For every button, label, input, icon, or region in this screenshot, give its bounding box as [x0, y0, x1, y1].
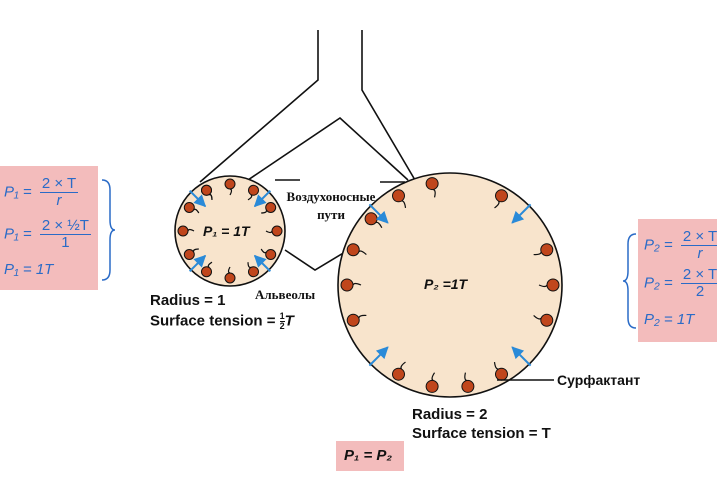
surfactant-head	[224, 272, 236, 284]
equality-text: P₁ = P₂	[344, 447, 393, 464]
small-radius-label: Radius = 1	[150, 292, 226, 309]
surfactant-head	[201, 184, 212, 196]
surfactant-head	[265, 202, 277, 213]
fraction-numerator: 2 × T	[39, 175, 79, 193]
surfactant-label: Сурфактант	[557, 372, 641, 388]
surfactant-head	[346, 313, 360, 327]
fraction-denominator: 2	[695, 283, 705, 300]
surfactant-head	[346, 243, 360, 257]
surfactant-head	[425, 379, 439, 393]
alveoli-label: Альвеолы	[255, 287, 316, 302]
large-alveolus-pressure-arrows	[368, 203, 532, 367]
fraction-denominator: r	[697, 245, 703, 262]
large-alveolus	[337, 172, 563, 398]
fraction-numerator: 2 × ½T	[39, 217, 91, 235]
surfactant-head	[340, 278, 354, 292]
pressure-arrow	[511, 203, 532, 224]
airways-label: Воздухоносные пути	[286, 189, 376, 222]
formula-line-3: P₂ = 1T	[644, 311, 695, 328]
surfactant-head	[495, 189, 508, 203]
surfactant-head	[540, 313, 554, 327]
surfactant-head	[248, 266, 259, 278]
surfactant-head	[183, 249, 195, 260]
surfactant-head	[183, 202, 195, 213]
pressure-arrow	[368, 346, 389, 367]
formula-line-3: P₁ = 1T	[4, 261, 54, 278]
large-radius-label: Radius = 2	[412, 406, 488, 423]
airway-outer-left	[199, 30, 319, 183]
surfactant-head	[546, 278, 560, 292]
surfactant-head	[271, 225, 283, 237]
surfactant-head	[495, 367, 508, 381]
airway-outer-right	[361, 30, 416, 181]
airway-inner	[244, 116, 409, 183]
fraction-denominator: 1	[61, 234, 70, 251]
surfactant-head	[248, 184, 259, 196]
surfactant-head	[392, 189, 405, 203]
pressure-arrow	[253, 254, 272, 273]
airway-tree	[199, 30, 416, 271]
formula-lhs: P₁ =	[4, 183, 32, 201]
left-brace	[101, 179, 116, 281]
half-denominator: 2	[279, 321, 285, 331]
surfactant-head	[177, 225, 189, 237]
formula-lhs: P₁ =	[4, 225, 32, 243]
surfactant-head	[201, 266, 212, 278]
tension-unit: T	[284, 312, 294, 330]
fraction-denominator: r	[56, 192, 62, 209]
small-alveolus-pressure: P₁ = 1T	[203, 223, 250, 239]
fraction-numerator: 2 × T	[680, 267, 717, 284]
large-tension-label: Surface tension = T	[412, 425, 551, 442]
pressure-arrow	[368, 203, 389, 224]
surfactant-head	[540, 243, 554, 257]
tension-prefix: Surface tension =	[150, 312, 280, 330]
surfactant-head	[265, 249, 277, 260]
surfactant-head	[392, 367, 405, 381]
surfactant-head	[224, 178, 236, 190]
pressure-arrow	[188, 189, 207, 208]
formula-lhs: P₂ =	[644, 274, 673, 292]
half-numerator: 1	[279, 311, 285, 322]
right-brace	[622, 233, 637, 329]
pressure-arrow	[188, 254, 207, 273]
equality-box: P₁ = P₂	[336, 441, 404, 471]
fraction-numerator: 2 × T	[680, 229, 717, 246]
small-alveolus-pressure-arrows	[188, 189, 272, 273]
large-alveolus-pressure: P₂ =1T	[424, 276, 468, 292]
pressure-arrow	[511, 346, 532, 367]
airway-lower	[284, 249, 346, 271]
pressure-arrow	[253, 189, 272, 208]
small-alveolus-surfactant	[177, 178, 283, 284]
surfactant-head	[425, 177, 439, 191]
formula-lhs: P₂ =	[644, 236, 673, 254]
surfactant-head	[461, 379, 475, 393]
